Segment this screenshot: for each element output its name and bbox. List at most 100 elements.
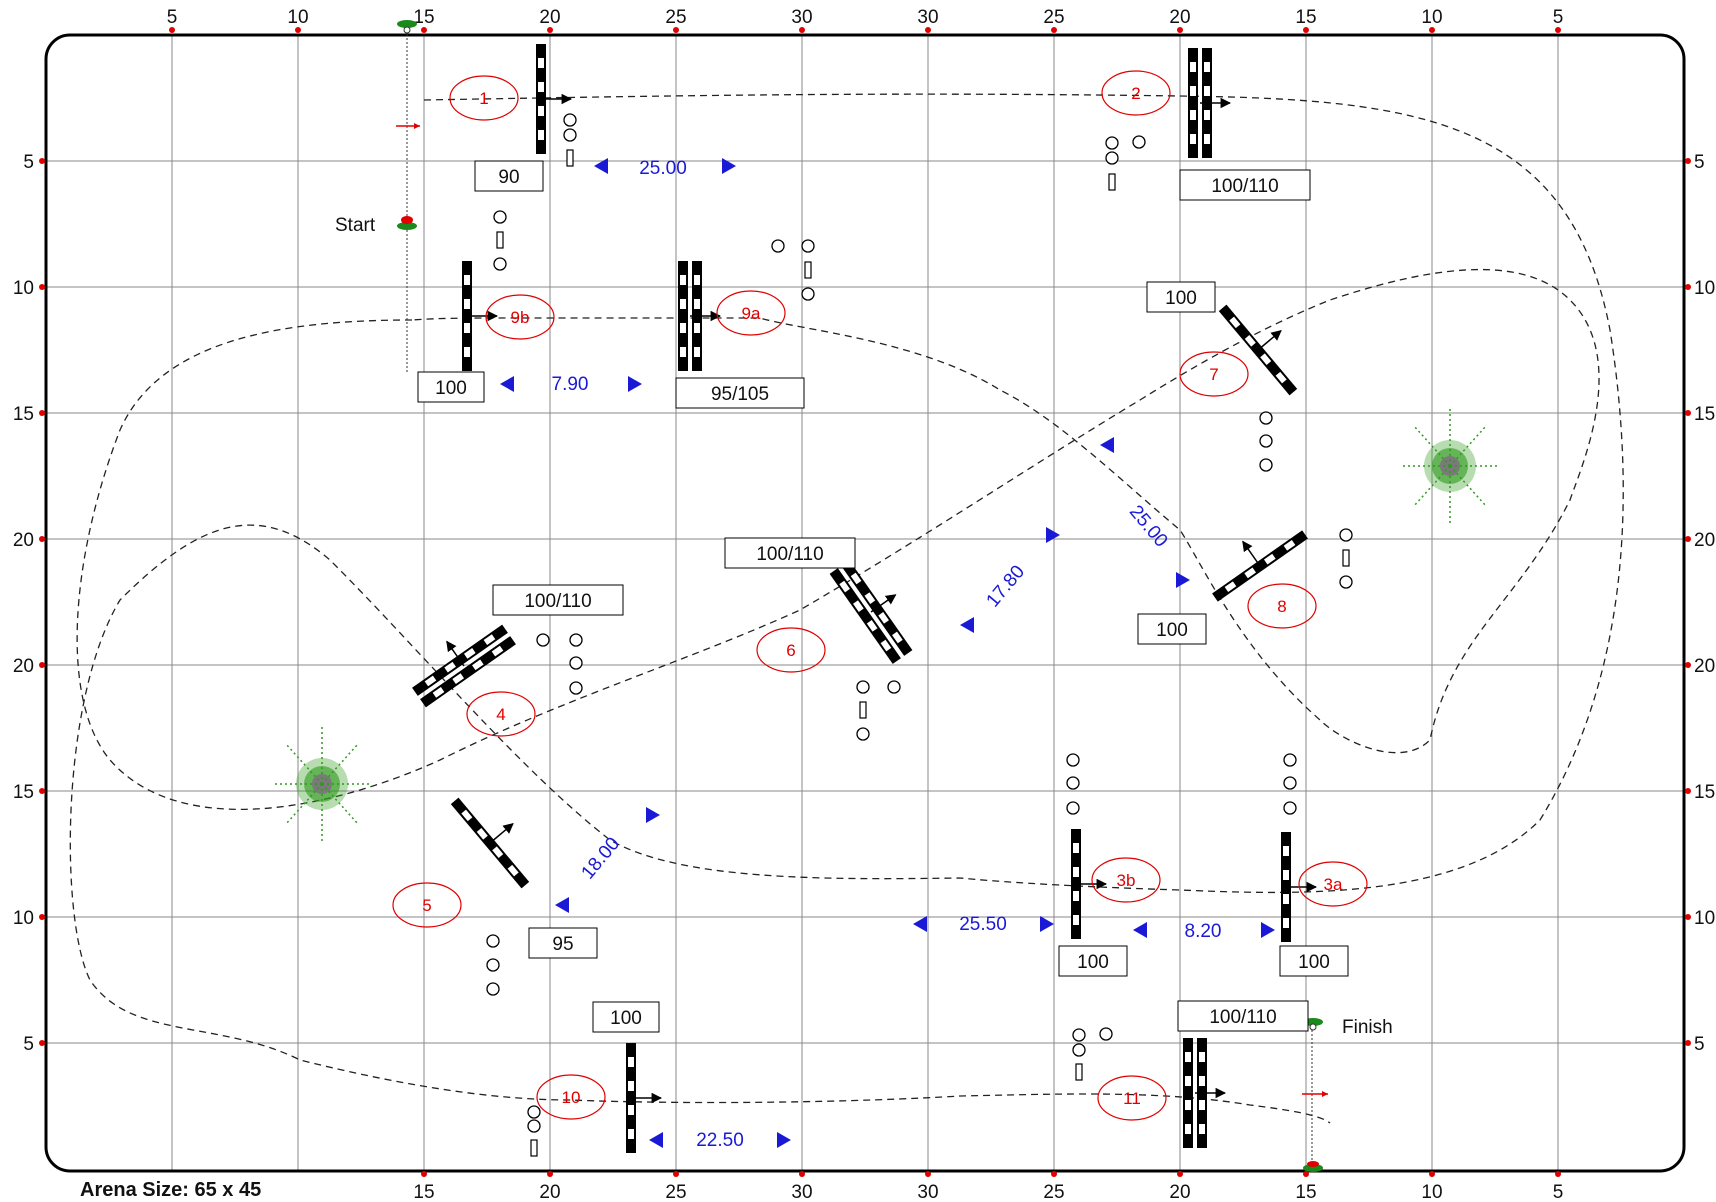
fence-number-ring [1101,70,1171,116]
height-box [592,1001,660,1033]
arena-grid [46,35,1684,1171]
fence-rail-stripe [628,1081,634,1091]
pole-marker [563,128,577,142]
pole-marker [1072,1043,1086,1057]
axis-tick-marker [1685,914,1691,920]
fence-rail-stripe [463,648,476,659]
axis-tick-label: 5 [167,7,178,28]
fence-rail-stripe [538,106,544,116]
distance-arrow [628,376,642,392]
fence-9a [678,261,722,371]
axis-tick-marker [39,284,45,290]
axis-tick-marker [39,914,45,920]
fence-rail-stripe [444,661,456,673]
fence-height-label: 100 [610,1008,642,1029]
fence-height-label: 100 [1077,952,1109,973]
axis-tick-label: 10 [1421,1182,1442,1202]
distance-arrow [960,617,974,633]
axis-tick-marker [39,158,45,164]
fence-rail-stripe [1199,1052,1205,1062]
distance-label: 18.00 [577,834,624,884]
fence-rail-stripe [492,846,504,858]
height-box [1058,945,1128,977]
fence-rail-stripe [694,323,700,333]
axis-tick-marker [1429,27,1435,33]
pole-marker [486,934,500,948]
fence-number-label: 8 [1277,597,1286,616]
height-box [492,584,624,616]
pole-marker [569,633,583,647]
axis-tick-label: 25 [665,7,686,28]
pole-marker [856,680,870,694]
fence-rail-stripe [1275,371,1287,384]
axis-tick-label: 25 [665,1182,686,1202]
fence-number-label: 5 [422,896,431,915]
pole-marker [1339,575,1353,589]
fence-height-label: 90 [498,167,519,188]
axis-tick-marker [925,27,931,33]
pole-marker [486,958,500,972]
distance-label: 25.00 [639,158,687,179]
start-flag-icon [397,216,417,230]
fence-rail-stripe [1244,567,1256,579]
fence-9b [462,261,499,371]
distance-label: 22.50 [696,1130,744,1151]
wing-stand-icon [496,231,504,249]
axis-tick-marker [1555,27,1561,33]
fence-rail-stripe [464,299,470,309]
arena-size-label: Arena Size: 65 x 45 [80,1179,261,1201]
wing-stand-icon [859,701,867,719]
pole-marker [1066,753,1080,767]
axis-tick-label: 15 [1694,782,1715,803]
axis-tick-label: 5 [1553,7,1564,28]
axis-tick-label: 10 [1694,278,1715,299]
fence-rail-stripe [507,864,519,877]
axis-tick-label: 15 [413,1182,434,1202]
course-path [69,93,1624,1124]
fence-rail-stripe [538,58,544,68]
axis-tick-marker [1303,27,1309,33]
axis-tick-label: 25 [1043,7,1064,28]
fence-rail-stripe [1185,1052,1191,1062]
distance-arrow [594,158,608,174]
axis-tick-marker [1685,536,1691,542]
fence-rail-stripe [1260,353,1272,365]
fence-rail-stripe [1073,891,1079,901]
axis-tick-marker [799,1171,805,1177]
fence-rail [420,636,516,708]
fence-number-label: 1 [479,89,488,108]
fence-number-label: 9b [511,308,530,327]
distance-arrow [722,158,736,174]
fence-rail-stripe [1073,843,1079,853]
fence-rail-stripe [850,572,862,585]
fence-rail-stripe [1283,894,1289,904]
fence-height-label: 100 [1165,288,1197,309]
height-box [417,371,485,403]
axis-tick-marker [421,27,427,33]
pole-marker [1066,776,1080,790]
fence-number-label: 11 [1123,1089,1141,1108]
fence-rail-stripe [464,275,470,285]
fence-rail-stripe [432,687,445,698]
fences-layer [412,44,1318,1153]
pole-marker [1259,434,1273,448]
fence-rail-stripe [1224,581,1237,592]
wing-stand-icon [1342,549,1350,567]
pole-marker [563,113,577,127]
fence-rail-stripe [680,323,686,333]
wing-stand-icon [1075,1063,1083,1081]
pole-markers-layer [486,113,1353,1157]
distance-arrow [777,1132,791,1148]
fence-3b [1071,829,1108,939]
fence-rail-stripe [1190,110,1196,120]
distance-label: 17.80 [982,562,1029,612]
fence-rail-stripe [628,1057,634,1067]
fence-number-label: 7 [1209,365,1218,384]
fence-number-ring [756,627,826,673]
distance-arrow [1176,572,1190,588]
fence-height-label: 100/110 [756,544,823,565]
distance-arrow [555,897,569,913]
wing-stand-icon [804,261,812,279]
distance-arrow [1133,922,1147,938]
